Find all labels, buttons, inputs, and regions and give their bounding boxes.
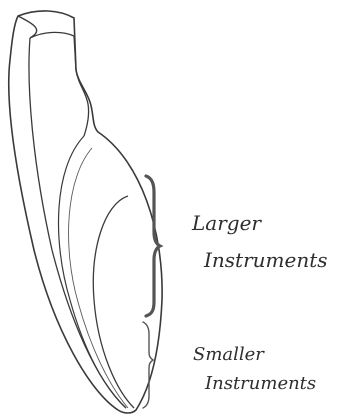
pulp-canal-outline — [29, 38, 126, 408]
crown-cap-line — [18, 16, 37, 38]
innermost-canal — [93, 196, 134, 408]
larger-instruments-label-line2: Instruments — [204, 250, 328, 270]
smaller-instruments-label-line1: Smaller — [193, 346, 264, 364]
enamel-line — [30, 32, 89, 136]
smaller-instruments-label-line2: Instruments — [205, 375, 316, 393]
tooth-outline — [9, 11, 162, 413]
canal-wall — [58, 136, 126, 408]
larger-instruments-label-line1: Larger — [192, 213, 261, 233]
canal-inner-line — [69, 148, 128, 408]
larger-brace — [146, 176, 160, 316]
